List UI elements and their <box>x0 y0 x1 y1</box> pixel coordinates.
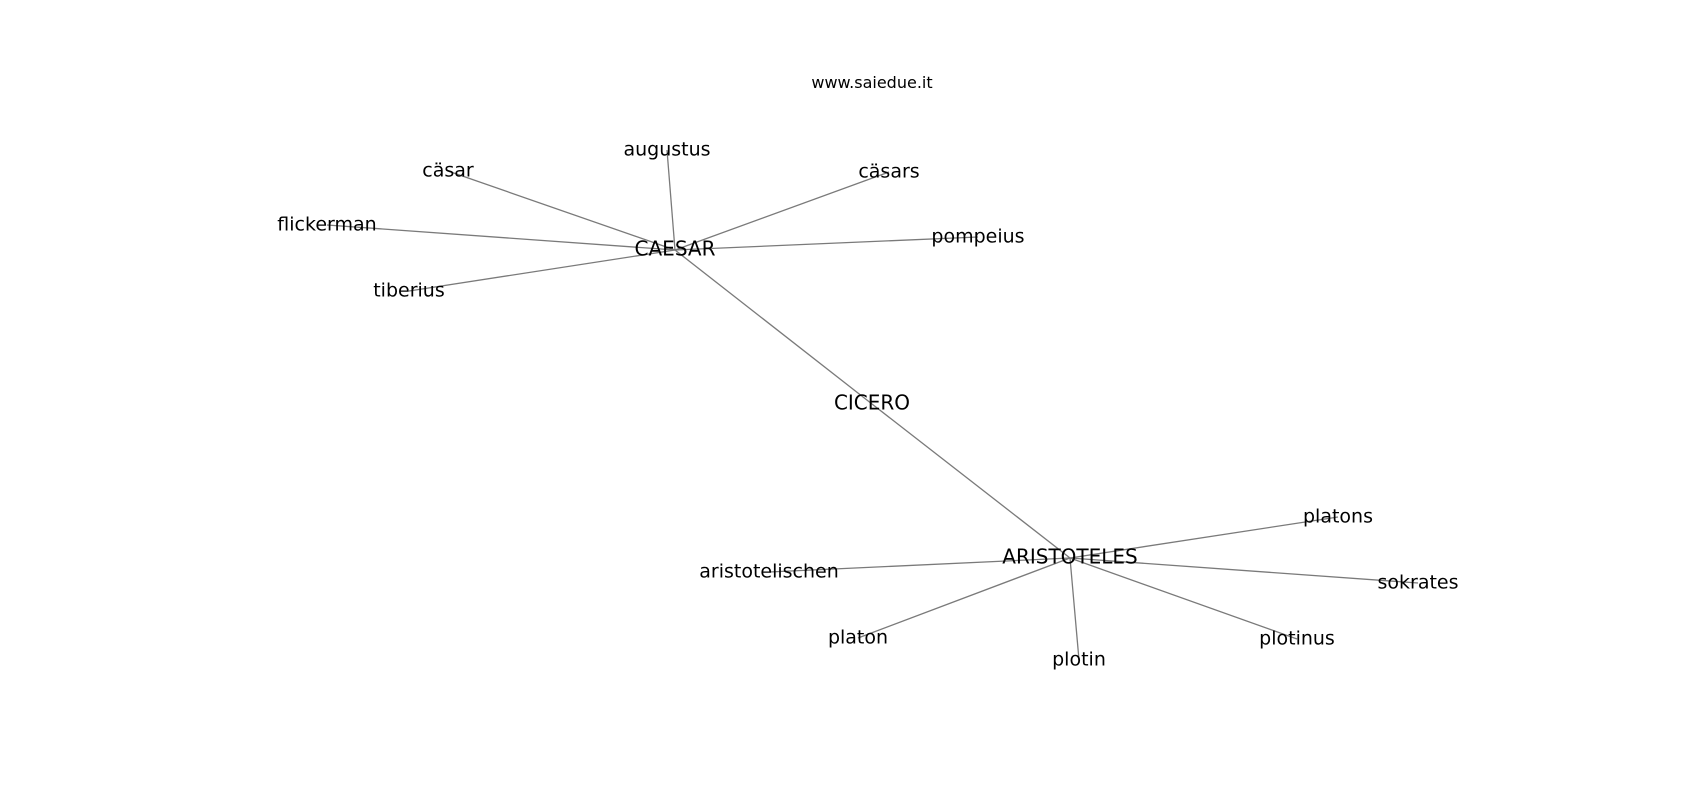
node-label-flickerman: flickerman <box>277 214 376 236</box>
edge-aristoteles-plotin <box>1069 557 1080 661</box>
edge-caesar-flickerman <box>326 224 676 251</box>
edge-aristoteles-sokrates <box>1069 557 1419 584</box>
node-label-plotinus: plotinus <box>1259 628 1335 650</box>
edge-caesar-pompeius <box>674 236 979 251</box>
node-label-casars: cäsars <box>858 161 919 183</box>
node-label-casar: cäsar <box>422 160 474 182</box>
node-label-pompeius: pompeius <box>931 226 1024 248</box>
edge-aristoteles-aristotelischen <box>768 557 1071 573</box>
node-label-aristoteles: ARISTOTELES <box>1002 545 1137 569</box>
node-label-aristotelischen: aristotelischen <box>699 561 839 583</box>
node-label-plotin: plotin <box>1052 649 1106 671</box>
edge-caesar-casars <box>674 171 890 251</box>
edge-caesar-augustus <box>666 149 676 251</box>
edge-caesar-casar <box>447 170 676 251</box>
node-label-cicero: CICERO <box>834 391 910 415</box>
edge-aristoteles-plotinus <box>1069 557 1298 640</box>
node-label-augustus: augustus <box>623 139 710 161</box>
node-label-caesar: CAESAR <box>635 237 716 261</box>
edge-caesar-tiberius <box>408 249 676 292</box>
node-label-tiberius: tiberius <box>373 280 445 302</box>
edge-group <box>326 149 1419 661</box>
site-watermark: www.saiedue.it <box>811 73 932 92</box>
node-label-sokrates: sokrates <box>1377 572 1458 594</box>
edge-cicero-aristoteles <box>871 403 1071 559</box>
node-group: CAESAR CICERO ARISTOTELES augustus cäsar cäsa… <box>277 139 1458 671</box>
node-label-platons: platons <box>1303 506 1373 528</box>
edge-aristoteles-platons <box>1069 516 1339 559</box>
edge-aristoteles-platon <box>857 557 1071 639</box>
edge-caesar-cicero <box>674 249 873 405</box>
node-label-platon: platon <box>828 627 888 649</box>
